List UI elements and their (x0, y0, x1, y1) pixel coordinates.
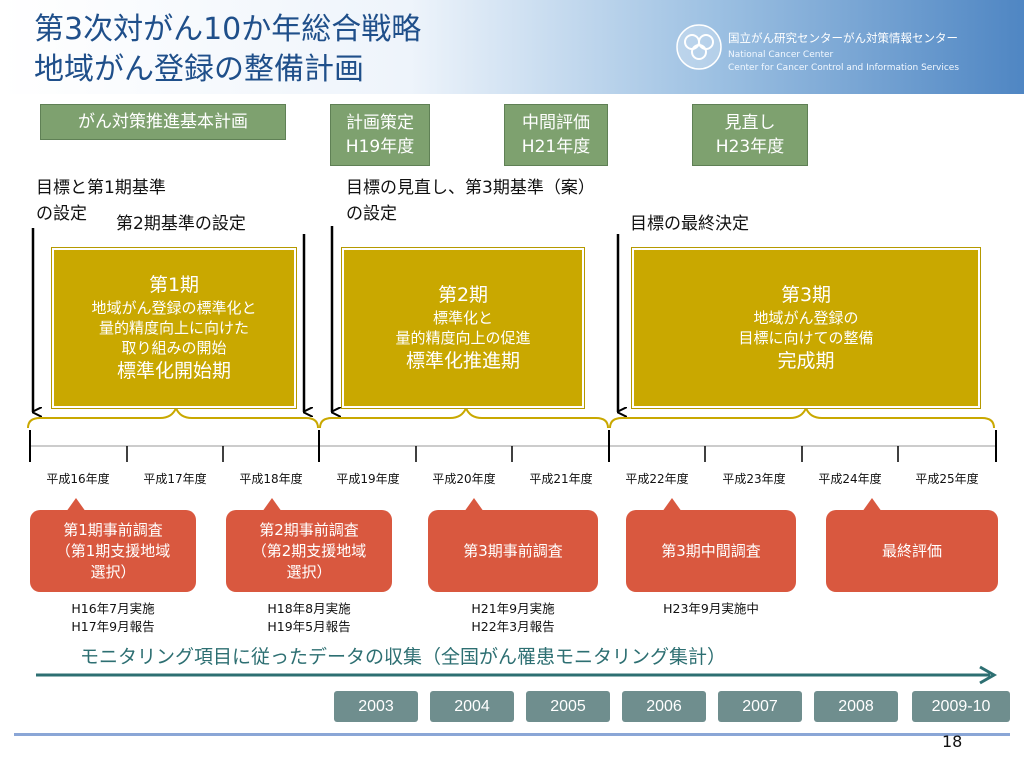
survey-impl-phase1: H16年7月実施 H17年9月報告 (71, 601, 155, 634)
note-goal-phase1-line2: の設定 (36, 204, 87, 224)
phase3-label: 完成期 (777, 350, 835, 372)
survey-bubble-phase3-mid: 第3期中間調査 (626, 498, 796, 592)
fiscal-year-label: 平成16年度 (46, 472, 110, 486)
year-button-2009-10[interactable]: 2009-10 (912, 691, 1010, 722)
phase2-desc: 標準化と 量的精度向上の促進 (395, 309, 531, 347)
org-name-en-2: Center for Cancer Control and Informatio… (728, 63, 960, 73)
review-label: 見直し (724, 113, 776, 133)
phase1-name: 第1期 (148, 274, 200, 296)
plan-formulation-box: 計画策定 H19年度 (330, 104, 430, 166)
fiscal-year-label: 平成22年度 (625, 472, 689, 486)
phase1-label: 標準化開始期 (116, 360, 231, 382)
org-name-en-1: National Cancer Center (728, 50, 834, 60)
slide-title-line2: 地域がん登録の整備計画 (34, 52, 364, 87)
phase2-name: 第2期 (437, 284, 489, 306)
survey-bubble-phase1-pre: 第1期事前調査 （第1期支援地域 選択） (30, 498, 196, 592)
phase1-box: 第1期 地域がん登録の標準化と 量的精度向上に向けた 取り組みの開始 標準化開始… (52, 248, 296, 408)
ncc-logo-icon (676, 24, 722, 70)
survey-bubble-phase2-pre: 第2期事前調査 （第2期支援地域 選択） (226, 498, 392, 592)
phase3-name: 第3期 (780, 284, 832, 306)
year-button-2004[interactable]: 2004 (430, 691, 514, 722)
year-button-2008[interactable]: 2008 (814, 691, 898, 722)
mid-evaluation-label: 中間評価 (522, 113, 590, 133)
mid-evaluation-box: 中間評価 H21年度 (504, 104, 608, 166)
data-collection-text: モニタリング項目に従ったデータの収集（全国がん罹患モニタリング集計） (80, 646, 727, 668)
fiscal-year-label: 平成24年度 (818, 472, 882, 486)
phase2-box: 第2期 標準化と 量的精度向上の促進 標準化推進期 (342, 248, 584, 408)
basic-plan-label: がん対策推進基本計画 (78, 112, 248, 132)
fiscal-year-label: 平成17年度 (143, 472, 207, 486)
phase2-label: 標準化推進期 (405, 350, 520, 372)
survey-bubble-final: 最終評価 (826, 498, 998, 592)
footer-divider (14, 733, 1010, 736)
year-button-2005[interactable]: 2005 (526, 691, 610, 722)
note-goal-review-line1: 目標の見直し、第3期基準（案） (346, 178, 595, 198)
brace-phase1 (27, 405, 319, 429)
header-banner: 第3次対がん10か年総合戦略 地域がん登録の整備計画 国立がん研究センターがん対… (0, 0, 1024, 94)
brace-phase3 (609, 405, 995, 429)
fiscal-year-label: 平成20年度 (432, 472, 496, 486)
survey-impl-phase2: H18年8月実施 H19年5月報告 (267, 601, 351, 634)
survey-impl-phase3-mid: H23年9月実施中 (663, 601, 759, 616)
fiscal-year-label: 平成25年度 (915, 472, 979, 486)
brace-phase2 (319, 405, 609, 429)
survey-impl-phase3-pre: H21年9月実施 H22年3月報告 (471, 601, 555, 634)
org-name-jp: 国立がん研究センターがん対策情報センター (728, 31, 958, 45)
phase1-desc: 地域がん登録の標準化と 量的精度向上に向けた 取り組みの開始 (91, 299, 257, 357)
review-box: 見直し H23年度 (692, 104, 808, 166)
phase3-box: 第3期 地域がん登録の 目標に向けての整備 完成期 (632, 248, 980, 408)
note-goal-review-line2: の設定 (346, 204, 397, 224)
plan-formulation-year: H19年度 (345, 137, 415, 157)
fiscal-year-label: 平成23年度 (722, 472, 786, 486)
phase3-desc: 地域がん登録の 目標に向けての整備 (738, 309, 874, 347)
year-button-2006[interactable]: 2006 (622, 691, 706, 722)
fiscal-year-label: 平成21年度 (529, 472, 593, 486)
fiscal-year-label: 平成19年度 (336, 472, 400, 486)
year-button-2003[interactable]: 2003 (334, 691, 418, 722)
note-phase2-standard: 第2期基準の設定 (116, 214, 246, 234)
year-button-2007[interactable]: 2007 (718, 691, 802, 722)
survey-bubble-phase3-pre: 第3期事前調査 (428, 498, 598, 592)
slide-title-line1: 第3次対がん10か年総合戦略 (34, 12, 422, 47)
note-goal-phase1-line1: 目標と第1期基準 (36, 178, 166, 198)
note-final-goal: 目標の最終決定 (630, 214, 749, 234)
review-year: H23年度 (715, 137, 785, 157)
collection-arrow-head (979, 665, 998, 685)
page-number: 18 (942, 732, 963, 751)
fiscal-year-label: 平成18年度 (239, 472, 303, 486)
plan-formulation-label: 計画策定 (346, 113, 414, 133)
mid-evaluation-year: H21年度 (521, 137, 591, 157)
basic-plan-box: がん対策推進基本計画 (40, 104, 286, 140)
